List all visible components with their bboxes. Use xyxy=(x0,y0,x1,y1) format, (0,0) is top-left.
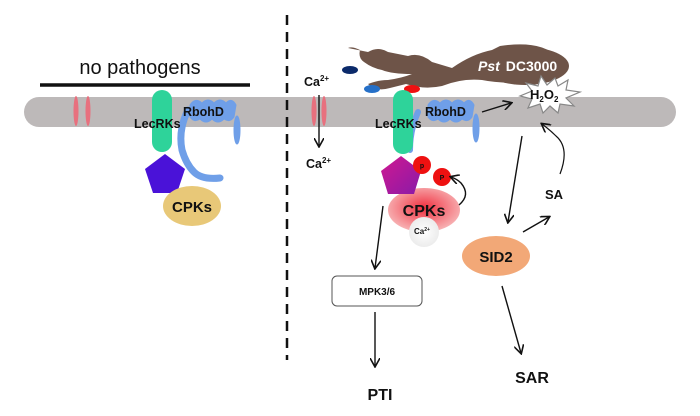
sid2-node xyxy=(462,236,530,276)
rbohd-label-right: RbohD xyxy=(425,105,466,119)
h2o2-to-sid2-arrow xyxy=(508,135,523,222)
effector-blue xyxy=(364,85,380,93)
pathogen-label: Pst DC3000 xyxy=(478,58,557,74)
cpks-calcium-ion xyxy=(409,217,439,247)
phosphorylation-arrow xyxy=(451,177,467,206)
phospho-label-1: p xyxy=(420,163,424,170)
rbohd-left xyxy=(177,99,241,182)
phospho-label-2: P xyxy=(440,175,445,182)
sar-label: SAR xyxy=(515,370,549,387)
lecrk-right xyxy=(393,90,413,154)
effector-dark-blue xyxy=(342,66,358,74)
sa-to-h2o2-arrow xyxy=(542,124,565,175)
calcium-channel-left xyxy=(73,96,91,126)
calcium-inside-label: Ca2+ xyxy=(306,156,331,171)
phospho-site-1 xyxy=(413,156,431,174)
lecrk-label-left: LecRKs xyxy=(134,117,181,131)
cpks-label-right: CPKs xyxy=(403,203,446,220)
pathogen-strain: DC3000 xyxy=(506,58,558,74)
lecrk-left xyxy=(152,90,172,152)
sid2-label: SID2 xyxy=(479,249,512,266)
lecrk-label-right: LecRKs xyxy=(375,117,422,131)
rbohd-label-left: RbohD xyxy=(183,105,224,119)
calcium-outside-label: Ca2+ xyxy=(304,74,329,89)
cpks-label-left: CPKs xyxy=(172,199,212,216)
mapk-label: MPK3/6 xyxy=(359,287,396,298)
effector-red xyxy=(404,85,420,93)
cpks-right xyxy=(388,188,460,232)
pathogen-pst xyxy=(348,44,569,90)
pentagon-left xyxy=(145,154,185,193)
cpks-to-mapk-arrow xyxy=(375,205,384,268)
h2o2-label: H2O2 xyxy=(530,87,559,104)
sa-label: SA xyxy=(545,187,564,202)
membrane xyxy=(24,97,676,127)
pti-label: PTI xyxy=(368,387,393,404)
cpks-left xyxy=(163,186,221,226)
rbohd-to-h2o2-arrow xyxy=(481,103,511,113)
pathogen-genus: Pst xyxy=(478,58,501,74)
cpks-calcium-label: Ca2+ xyxy=(414,227,430,236)
mapk-box xyxy=(331,275,423,307)
sid2-to-sa-arrow xyxy=(522,217,549,233)
h2o2-burst xyxy=(518,74,583,115)
calcium-channel-right xyxy=(311,96,327,126)
pentagon-right xyxy=(381,156,421,194)
phospho-site-2 xyxy=(433,168,451,186)
no-pathogens-title: no pathogens xyxy=(79,57,200,79)
sid2-to-sar-arrow xyxy=(501,285,521,353)
